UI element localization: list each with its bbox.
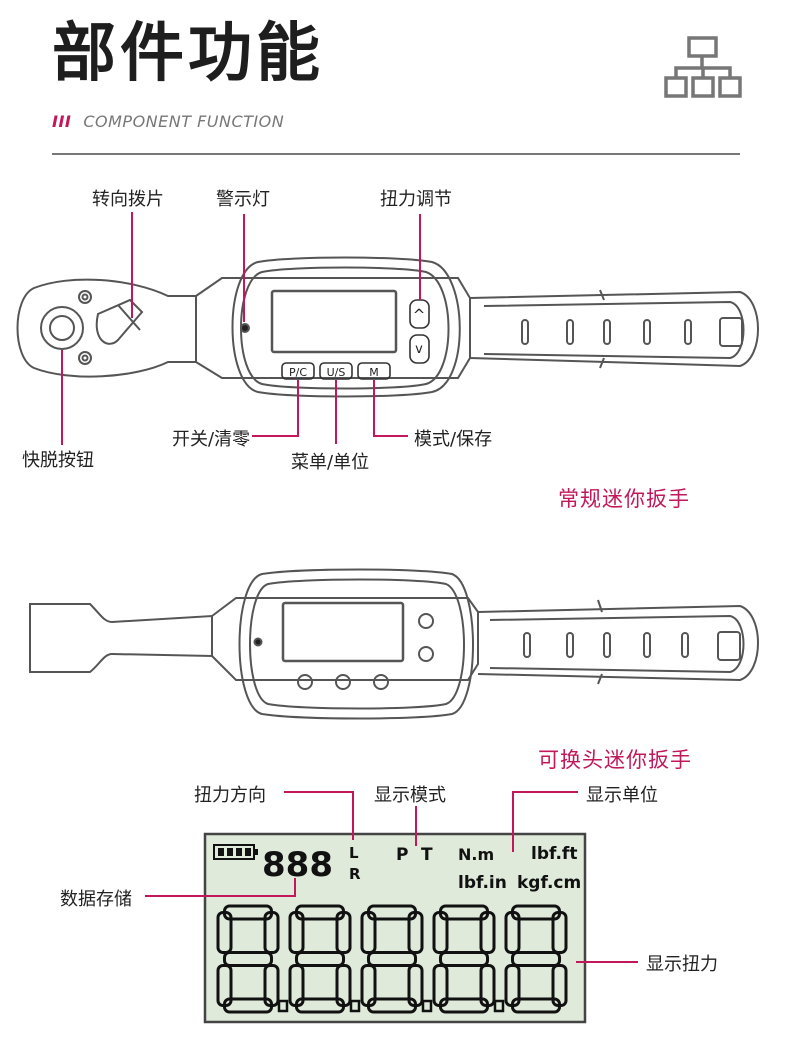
wrench1-buttons xyxy=(281,299,430,380)
label-display-mode: 显示模式 xyxy=(374,785,446,806)
caption-regular-wrench: 常规迷你扳手 xyxy=(558,487,690,511)
label-reverse-lever: 转向拨片 xyxy=(92,189,164,210)
direction-r: R xyxy=(349,865,361,883)
label-display-torque: 显示扭力 xyxy=(646,954,718,975)
label-menu-unit: 菜单/单位 xyxy=(291,452,370,473)
page-title: 部件功能 xyxy=(52,17,324,91)
wrench1-screen xyxy=(270,289,398,354)
subtitle-text: COMPONENT FUNCTION xyxy=(83,112,285,131)
hierarchy-icon xyxy=(664,36,742,98)
page-subtitle: III COMPONENT FUNCTION xyxy=(52,112,284,131)
pc-button: P/C xyxy=(289,366,307,379)
torque-digit xyxy=(216,904,289,1014)
wrench2-screen xyxy=(281,601,405,663)
ratchet-drive xyxy=(40,306,84,350)
torque-digit xyxy=(432,904,505,1014)
battery-icon xyxy=(213,844,258,860)
down-button: v xyxy=(415,342,423,357)
square-insert xyxy=(29,603,213,673)
label-data-storage: 数据存储 xyxy=(60,889,132,910)
label-torque-adjust: 扭力调节 xyxy=(380,189,452,210)
interchangeable-head-wrench xyxy=(29,568,759,720)
torque-digit xyxy=(360,904,433,1014)
label-warning-light: 警示灯 xyxy=(216,189,270,210)
up-button: ^ xyxy=(413,306,426,324)
unit-lbfin: lbf.in xyxy=(458,873,507,893)
unit-kgfcm: kgf.cm xyxy=(517,873,581,893)
mode-t: T xyxy=(421,845,433,865)
warning-light xyxy=(240,323,250,333)
label-mode-save: 模式/保存 xyxy=(414,429,493,450)
label-torque-direction: 扭力方向 xyxy=(194,785,266,806)
wrench1-handle xyxy=(469,290,759,368)
subtitle-marks: III xyxy=(52,112,72,131)
wrench2-handle xyxy=(477,604,759,682)
unit-lbfft: lbf.ft xyxy=(531,844,577,864)
torque-digit xyxy=(288,904,361,1014)
caption-interchangeable-wrench: 可换头迷你扳手 xyxy=(538,748,692,772)
unit-nm: N.m xyxy=(458,845,494,864)
regular-mini-wrench xyxy=(16,256,759,398)
header-divider xyxy=(52,153,740,155)
direction-l: L xyxy=(349,844,359,862)
storage-digits: 888 xyxy=(262,845,333,885)
display-body xyxy=(231,256,461,398)
us-button: U/S xyxy=(327,366,346,379)
lcd-panel: 888 L R P T N.m lbf.ft lbf.in kgf.cm xyxy=(203,832,587,1024)
torque-digit xyxy=(504,904,568,1014)
ratchet-head xyxy=(16,278,197,378)
lcd-leaders xyxy=(145,791,638,963)
label-power-zero: 开关/清零 xyxy=(172,429,251,450)
label-display-unit: 显示单位 xyxy=(586,785,658,806)
m-button: M xyxy=(369,366,379,379)
wrench1-leaders xyxy=(61,212,421,445)
torque-digits xyxy=(216,904,568,1014)
mode-p: P xyxy=(396,845,408,865)
reverse-lever xyxy=(95,298,144,345)
label-quick-release: 快脱按钮 xyxy=(22,450,94,471)
